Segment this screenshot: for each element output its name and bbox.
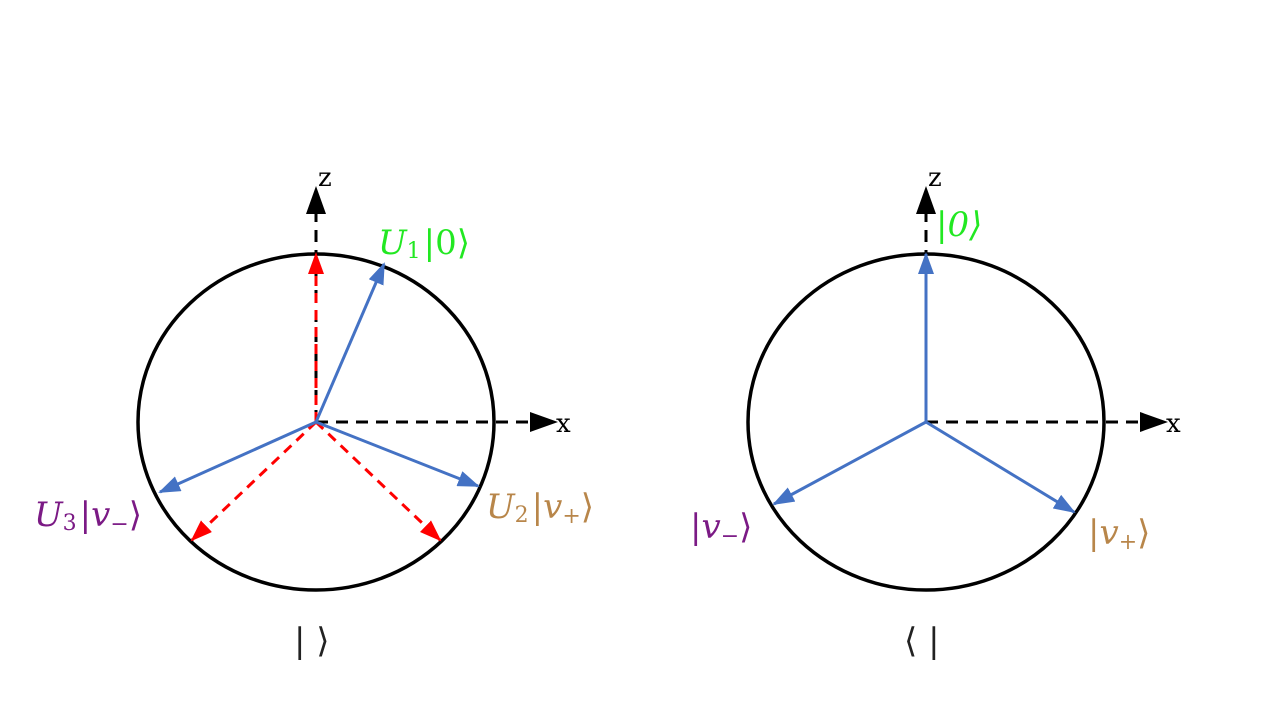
- right-x-label: x: [1166, 409, 1181, 439]
- right-panel: z x |0⟩ |v−⟩ |v+⟩ ⟨ |: [690, 163, 1181, 661]
- left-z-label: z: [318, 163, 332, 193]
- right-blue-vplus: [925, 420, 1076, 514]
- right-caption-bra: ⟨ |: [904, 621, 940, 661]
- left-u2-label: U2|v+⟩: [486, 487, 594, 529]
- right-z-label: z: [928, 163, 942, 193]
- left-red-dashed-right: [314, 420, 442, 542]
- left-blue-u3: [158, 420, 317, 494]
- left-u1-label: U1|0⟩: [378, 223, 470, 264]
- right-vplus-label: |v+⟩: [1088, 513, 1150, 555]
- left-u3-label: U3|v−⟩: [34, 495, 142, 537]
- right-blue-vminus: [772, 420, 927, 506]
- left-caption-ket: | ⟩: [294, 621, 330, 661]
- left-red-dashed-left: [190, 420, 318, 542]
- left-blue-u2: [315, 420, 480, 488]
- left-blue-u1: [314, 262, 386, 423]
- right-vminus-label: |v−⟩: [690, 507, 752, 549]
- left-x-label: x: [556, 409, 571, 439]
- right-ket0-label: |0⟩: [936, 205, 982, 245]
- left-panel: z x U1|0⟩ U2|v+⟩ U3|v−⟩ | ⟩: [34, 163, 594, 661]
